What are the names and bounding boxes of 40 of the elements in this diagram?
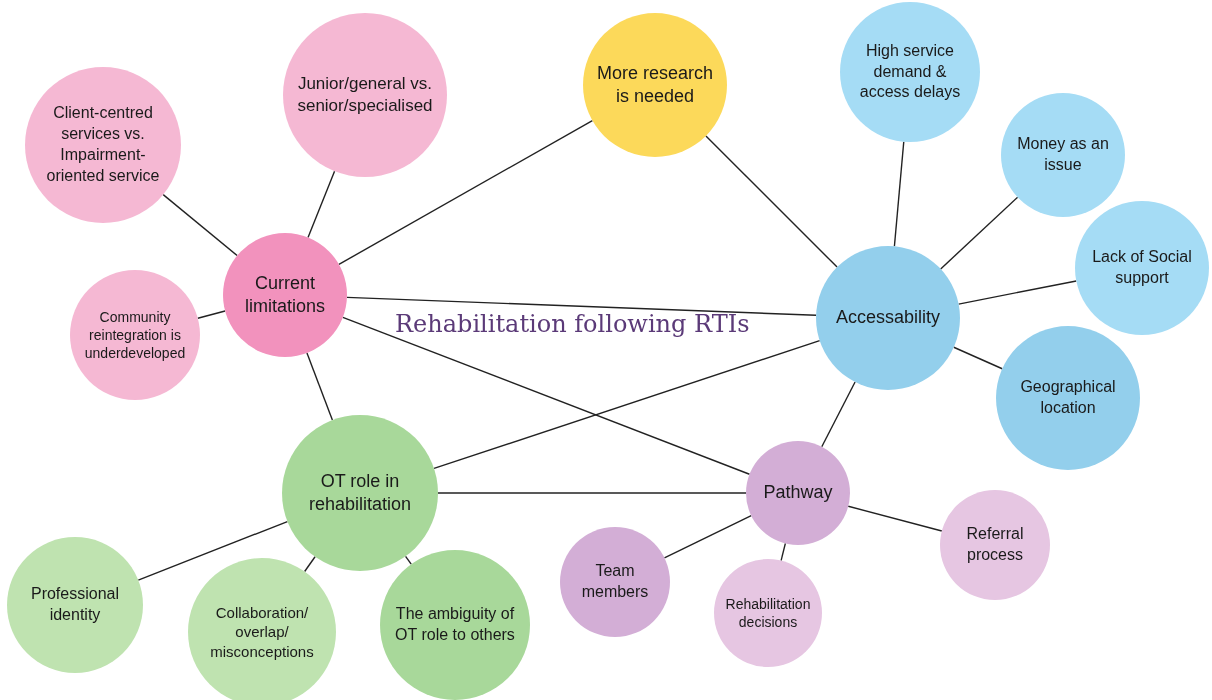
connector-line — [821, 381, 856, 448]
connector-line — [303, 556, 316, 573]
node-label: Pathway — [763, 481, 833, 505]
node-label: More research is needed — [595, 61, 714, 108]
node-label: Community reintegration is underdeveloped — [83, 307, 187, 363]
node-label: Lack of Social support — [1091, 247, 1193, 288]
node-label: The ambiguity of OT role to others — [394, 604, 516, 645]
connector-line — [137, 520, 289, 581]
connector-line — [342, 316, 751, 475]
connector-line — [346, 296, 817, 316]
node-label: High service demand & access delays — [858, 40, 962, 103]
connector-line — [306, 352, 334, 421]
connector-line — [197, 310, 226, 319]
connector-line — [433, 339, 821, 470]
connector-line — [437, 492, 747, 494]
diagram-title: Rehabilitation following RTIs — [395, 310, 750, 338]
connector-line — [705, 135, 838, 268]
node-label: Junior/general vs. senior/specialised — [296, 72, 434, 117]
connector-line — [663, 515, 752, 559]
node-label: Current limitations — [244, 271, 326, 318]
node-label: Rehabilitation decisions — [724, 594, 812, 632]
node-label: Referral process — [965, 524, 1025, 565]
node-label: Collaboration/ overlap/ misconceptions — [209, 602, 315, 662]
connector-line — [307, 170, 336, 239]
node-label: Geographical location — [1019, 377, 1117, 418]
connector-line — [940, 196, 1019, 270]
connector-line — [957, 280, 1077, 305]
node-label: Client-centred services vs. Impairment-oriented service — [45, 103, 161, 186]
connector-line — [162, 193, 238, 257]
connector-line — [780, 542, 787, 562]
connector-line — [404, 555, 412, 565]
node-label: Accessability — [835, 306, 940, 330]
node-label: OT role in rehabilitation — [307, 469, 413, 516]
node-label: Professional identity — [29, 584, 120, 625]
connector-line — [953, 346, 1003, 370]
connector-line — [338, 119, 594, 266]
node-label: Money as an issue — [1016, 134, 1110, 175]
connector-line — [893, 141, 905, 247]
node-label: Team members — [580, 561, 650, 602]
connector-line — [847, 505, 943, 532]
